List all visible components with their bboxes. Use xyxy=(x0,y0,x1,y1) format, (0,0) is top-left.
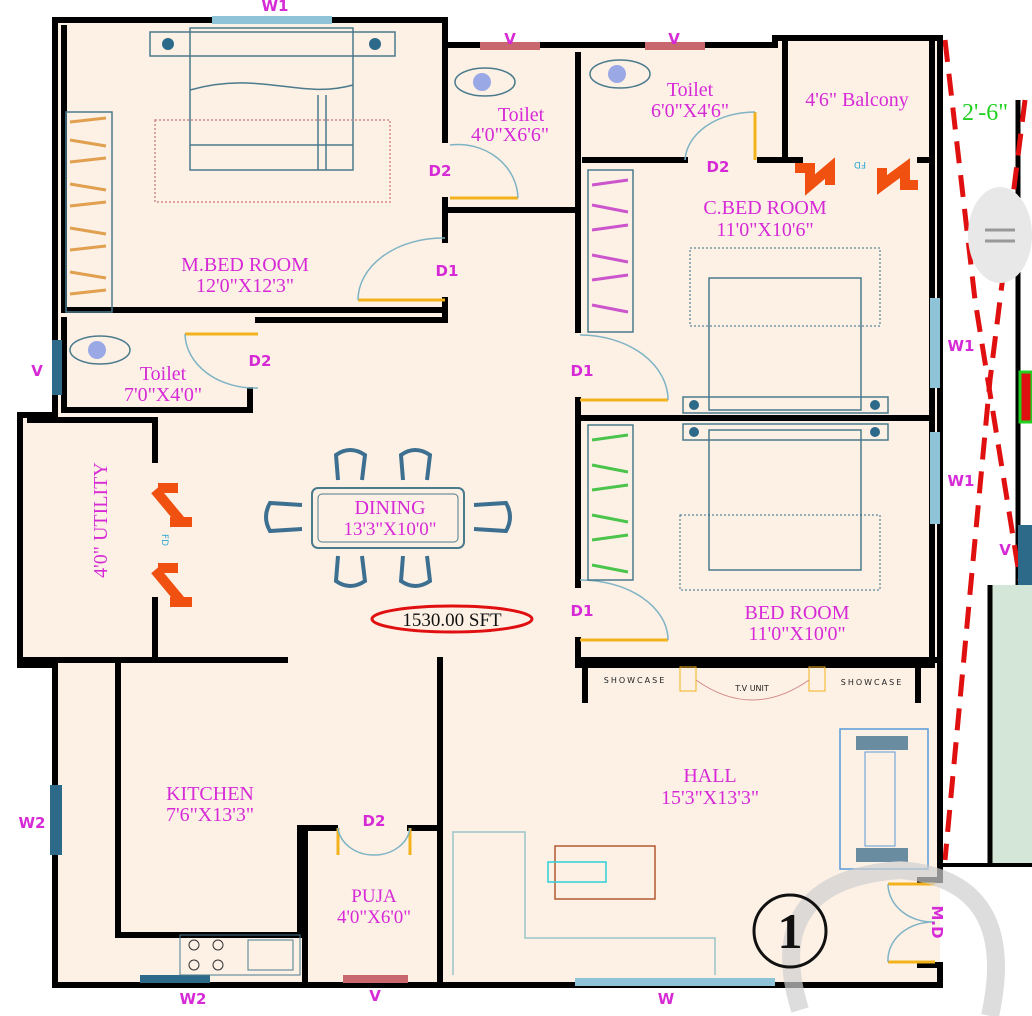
scroll-handle[interactable] xyxy=(968,187,1032,283)
windows xyxy=(50,16,1032,986)
room-size: 13'3"X10'0" xyxy=(343,519,436,540)
room-name: Toilet xyxy=(667,79,714,101)
stove xyxy=(179,934,301,976)
wardrobe xyxy=(587,169,634,581)
child-bed xyxy=(682,247,889,414)
door-tag: D1 xyxy=(436,262,459,280)
window-tag: W2 xyxy=(180,990,207,1008)
room-name: Toilet xyxy=(498,104,545,126)
window-tag: V xyxy=(31,362,43,380)
window-tag: W1 xyxy=(948,472,975,490)
door-tag: D1 xyxy=(571,602,594,620)
master-bed xyxy=(149,27,396,203)
plan-number-circle xyxy=(752,893,828,969)
fd-tag: FD xyxy=(159,534,169,546)
door-tag: D2 xyxy=(363,812,386,830)
floor-area xyxy=(20,20,940,985)
dining-table xyxy=(264,448,512,588)
door-tag: D1 xyxy=(571,362,594,380)
room-size: 12'0"X12'3" xyxy=(196,275,294,297)
window-tag: W1 xyxy=(948,337,975,355)
window-tag: V xyxy=(668,30,680,48)
room-name: 4'0" UTILITY xyxy=(90,462,112,578)
interior-wall xyxy=(61,25,448,413)
room-name: KITCHEN xyxy=(166,783,254,805)
door-swings xyxy=(184,111,936,964)
room-name: PUJA xyxy=(351,886,397,907)
wardrobe xyxy=(65,111,113,313)
setback-line xyxy=(942,99,1028,861)
interior-wall xyxy=(442,25,938,663)
room-name: M.BED ROOM xyxy=(181,254,309,276)
watermark-logo xyxy=(782,860,1005,1016)
fd-symbol xyxy=(151,157,918,607)
area-badge xyxy=(370,604,534,634)
room-name: DINING xyxy=(354,497,425,519)
room-size: 11'0"X10'0" xyxy=(748,623,845,645)
window-tag: W xyxy=(658,990,675,1008)
showcase-label: SHOWCASE xyxy=(841,678,904,687)
bedroom-bed xyxy=(679,423,889,591)
setback-line xyxy=(942,39,1023,581)
room-size: 4'0"X6'6" xyxy=(471,124,549,146)
window-tag: W2 xyxy=(19,814,46,832)
showcase-label: SHOWCASE xyxy=(604,676,667,685)
room-size: 6'0"X4'6" xyxy=(651,100,729,122)
sofa-set xyxy=(452,728,929,975)
main-door-tag: M.D xyxy=(928,905,946,938)
room-size: 7'0"X4'0" xyxy=(124,384,202,406)
neighbor-plot xyxy=(990,585,1032,865)
window-tag: V xyxy=(504,30,516,48)
tv-unit xyxy=(679,666,826,701)
window-tag: V xyxy=(999,541,1011,559)
toilet-fixtures xyxy=(69,59,651,365)
plan-number: 1 xyxy=(778,903,803,959)
window-tag: W1 xyxy=(262,0,289,15)
area-value: 1530.00 SFT xyxy=(402,610,502,631)
room-name: Toilet xyxy=(140,363,187,385)
door-tag: D2 xyxy=(429,162,452,180)
room-size: 15'3"X13'3" xyxy=(661,787,759,809)
room-name: 4'6" Balcony xyxy=(805,89,908,111)
tv-unit-label: T.V UNIT xyxy=(734,684,769,693)
room-size: 7'6"X13'3" xyxy=(166,804,254,826)
room-name: HALL xyxy=(683,765,736,787)
fd-tag: FD xyxy=(854,159,866,169)
room-name: BED ROOM xyxy=(744,602,849,624)
door-tag: D2 xyxy=(707,158,730,176)
setback-dimension: 2'-6" xyxy=(962,100,1008,126)
marker-block xyxy=(1018,370,1032,424)
door-tag: D2 xyxy=(249,352,272,370)
window-tag: V xyxy=(369,987,381,1005)
room-size: 4'0"X6'0" xyxy=(337,907,411,928)
room-name: C.BED ROOM xyxy=(703,197,827,219)
room-size: 11'0"X10'6" xyxy=(716,219,813,241)
